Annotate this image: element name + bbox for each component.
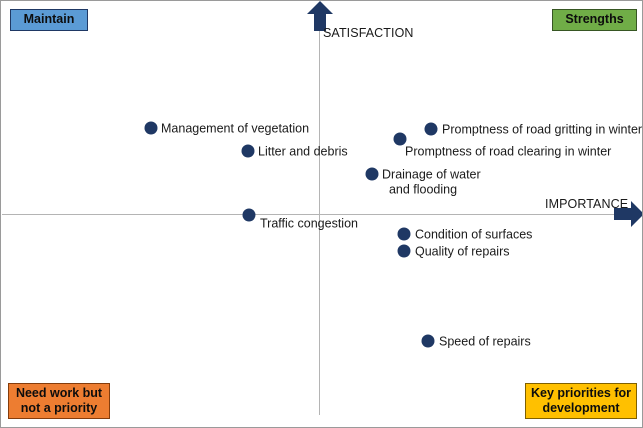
quadrant-label-key-priorities-line1: Key priorities for <box>530 385 632 400</box>
quadrant-label-key-priorities-line2: development <box>542 401 620 415</box>
data-point-label: Promptness of road clearing in winter <box>405 144 612 159</box>
data-point-label: Condition of surfaces <box>415 227 533 242</box>
data-point-dot[interactable] <box>393 132 407 146</box>
quadrant-label-need-work-line1: Need work but <box>15 385 103 400</box>
satisfaction-axis-line <box>319 15 320 415</box>
arrow-right-icon <box>614 201 642 227</box>
quadrant-label-need-work: Need work but not a priority <box>8 383 110 419</box>
data-point-dot[interactable] <box>424 122 438 136</box>
importance-axis-line <box>2 214 622 215</box>
importance-axis-label: IMPORTANCE <box>545 197 629 211</box>
data-point-label: Drainage of water and flooding <box>382 167 481 196</box>
data-point-dot[interactable] <box>397 227 411 241</box>
quadrant-label-strengths: Strengths <box>552 9 637 31</box>
satisfaction-axis-label: SATISFACTION <box>323 26 414 40</box>
data-point-label: Litter and debris <box>258 144 348 159</box>
data-point-dot[interactable] <box>241 144 255 158</box>
data-point-dot[interactable] <box>144 121 158 135</box>
data-point-label: Promptness of road gritting in winter <box>442 122 643 137</box>
data-point-dot[interactable] <box>397 244 411 258</box>
data-point-label: Speed of repairs <box>439 334 531 349</box>
data-point-dot[interactable] <box>242 208 256 222</box>
data-point-label: Traffic congestion <box>260 216 358 231</box>
quadrant-label-maintain: Maintain <box>10 9 88 31</box>
data-point-dot[interactable] <box>421 334 435 348</box>
quadrant-label-maintain-text: Maintain <box>23 12 75 27</box>
data-point-label: Quality of repairs <box>415 244 510 259</box>
data-point-dot[interactable] <box>365 167 379 181</box>
arrow-up-icon <box>307 1 333 31</box>
quadrant-label-key-priorities: Key priorities for development <box>525 383 637 419</box>
data-point-label: Management of vegetation <box>161 121 310 136</box>
quadrant-label-strengths-text: Strengths <box>565 12 624 27</box>
quadrant-label-need-work-line2: not a priority <box>20 401 98 415</box>
